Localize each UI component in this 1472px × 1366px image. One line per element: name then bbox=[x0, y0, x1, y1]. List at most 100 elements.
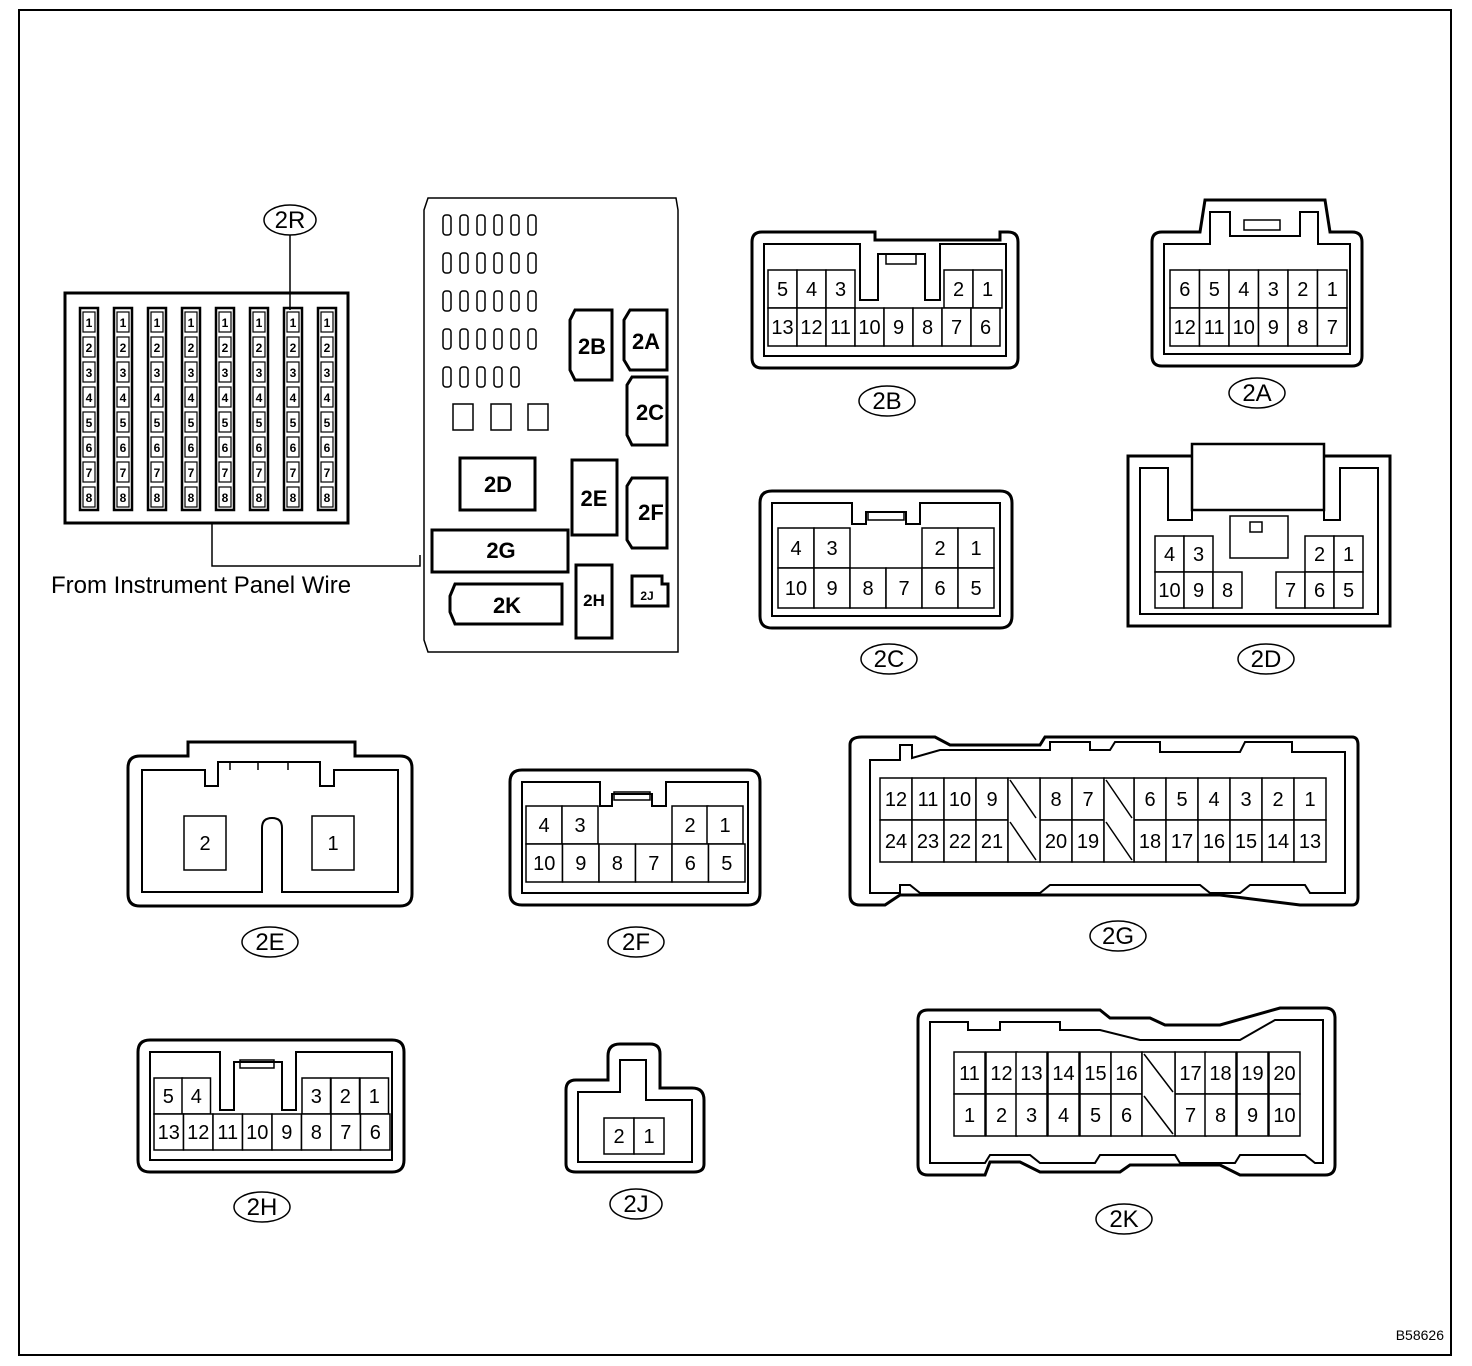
pin-2R-1: 1 bbox=[252, 311, 266, 333]
svg-text:2: 2 bbox=[934, 538, 945, 560]
pin-2H-13: 13 bbox=[153, 1113, 185, 1151]
pin-2H-3: 3 bbox=[301, 1077, 332, 1115]
svg-text:4: 4 bbox=[120, 391, 127, 405]
svg-text:3: 3 bbox=[324, 366, 331, 380]
pin-2K-15: 15 bbox=[1079, 1051, 1112, 1095]
pin-2H-7: 7 bbox=[330, 1113, 362, 1151]
svg-text:4: 4 bbox=[290, 391, 297, 405]
svg-text:23: 23 bbox=[917, 831, 939, 853]
svg-text:6: 6 bbox=[370, 1122, 381, 1144]
svg-text:2: 2 bbox=[684, 815, 695, 837]
svg-text:7: 7 bbox=[1285, 580, 1296, 602]
svg-text:3: 3 bbox=[188, 366, 195, 380]
pin-2R-4: 4 bbox=[286, 386, 300, 408]
pin-2K-17: 17 bbox=[1174, 1051, 1207, 1095]
pin-2H-1: 1 bbox=[359, 1077, 390, 1115]
pin-2R-2: 2 bbox=[320, 336, 334, 358]
svg-text:6: 6 bbox=[1144, 789, 1155, 811]
svg-text:10: 10 bbox=[858, 317, 880, 339]
svg-text:2: 2 bbox=[996, 1105, 1007, 1127]
socket-label-2E: 2E bbox=[581, 486, 608, 511]
svg-text:3: 3 bbox=[86, 366, 93, 380]
svg-text:2: 2 bbox=[199, 833, 210, 855]
svg-text:2: 2 bbox=[86, 341, 93, 355]
pin-2D-8: 8 bbox=[1212, 571, 1243, 609]
pin-2F-4: 4 bbox=[525, 805, 563, 845]
svg-text:10: 10 bbox=[785, 578, 807, 600]
svg-text:3: 3 bbox=[154, 366, 161, 380]
svg-text:10: 10 bbox=[949, 789, 971, 811]
svg-text:11: 11 bbox=[1204, 317, 1225, 339]
pin-2K-2: 2 bbox=[985, 1093, 1018, 1137]
svg-text:2: 2 bbox=[120, 341, 127, 355]
svg-text:6: 6 bbox=[154, 441, 161, 455]
pin-2F-9: 9 bbox=[561, 843, 600, 883]
pin-2R-6: 6 bbox=[286, 436, 300, 458]
svg-text:10: 10 bbox=[1233, 317, 1255, 339]
pin-2C-9: 9 bbox=[813, 567, 851, 609]
pin-2R-4: 4 bbox=[150, 386, 164, 408]
svg-text:9: 9 bbox=[1247, 1105, 1258, 1127]
svg-text:5: 5 bbox=[290, 416, 297, 430]
svg-text:6: 6 bbox=[256, 441, 263, 455]
svg-text:19: 19 bbox=[1241, 1063, 1263, 1085]
fuse-slot-grid bbox=[442, 214, 537, 388]
svg-text:8: 8 bbox=[154, 491, 161, 505]
svg-text:7: 7 bbox=[222, 466, 229, 480]
pin-2C-10: 10 bbox=[777, 567, 815, 609]
pin-2C-4: 4 bbox=[777, 527, 815, 569]
pin-2R-5: 5 bbox=[184, 411, 198, 433]
svg-text:7: 7 bbox=[256, 466, 263, 480]
pin-2F-10: 10 bbox=[525, 843, 564, 883]
pin-2R-4: 4 bbox=[116, 386, 130, 408]
pin-2F-5: 5 bbox=[707, 843, 746, 883]
pin-2G-18: 18 bbox=[1133, 819, 1167, 863]
socket-label-2G: 2G bbox=[486, 538, 515, 563]
pin-2C-3: 3 bbox=[813, 527, 851, 569]
socket-label-2C: 2C bbox=[636, 400, 664, 425]
pin-2R-7: 7 bbox=[116, 461, 130, 483]
svg-text:15: 15 bbox=[1084, 1063, 1106, 1085]
pin-2R-5: 5 bbox=[116, 411, 130, 433]
svg-text:1: 1 bbox=[1304, 789, 1315, 811]
pin-2K-12: 12 bbox=[985, 1051, 1018, 1095]
svg-text:7: 7 bbox=[154, 466, 161, 480]
svg-text:5: 5 bbox=[777, 279, 788, 301]
svg-text:6: 6 bbox=[1121, 1105, 1132, 1127]
svg-text:2: 2 bbox=[222, 341, 229, 355]
pin-2H-5: 5 bbox=[153, 1077, 184, 1115]
pin-2G-13: 13 bbox=[1293, 819, 1327, 863]
pin-2R-1: 1 bbox=[116, 311, 130, 333]
svg-text:18: 18 bbox=[1209, 1063, 1231, 1085]
pin-2K-6: 6 bbox=[1110, 1093, 1143, 1137]
pin-2R-4: 4 bbox=[82, 386, 96, 408]
svg-text:16: 16 bbox=[1115, 1063, 1137, 1085]
connector-label-2J: 2J bbox=[623, 1191, 648, 1218]
svg-text:14: 14 bbox=[1052, 1063, 1074, 1085]
connector-label-2K: 2K bbox=[1109, 1206, 1138, 1233]
svg-text:6: 6 bbox=[222, 441, 229, 455]
svg-text:2: 2 bbox=[256, 341, 263, 355]
svg-text:1: 1 bbox=[369, 1086, 380, 1108]
pin-2R-2: 2 bbox=[252, 336, 266, 358]
block-socket-2E: 2E bbox=[570, 458, 619, 537]
pin-2G-17: 17 bbox=[1165, 819, 1199, 863]
svg-text:12: 12 bbox=[990, 1063, 1012, 1085]
pin-2B-4: 4 bbox=[796, 269, 827, 309]
pin-2R-8: 8 bbox=[320, 486, 334, 508]
pin-2R-8: 8 bbox=[116, 486, 130, 508]
pin-2K-13: 13 bbox=[1015, 1051, 1048, 1095]
pin-2R-7: 7 bbox=[82, 461, 96, 483]
pin-2A-6: 6 bbox=[1169, 269, 1201, 309]
svg-text:17: 17 bbox=[1171, 831, 1193, 853]
connector-label-2A: 2A bbox=[1242, 380, 1271, 407]
blank-cavity bbox=[1103, 777, 1135, 863]
svg-text:5: 5 bbox=[120, 416, 127, 430]
svg-text:21: 21 bbox=[981, 831, 1003, 853]
